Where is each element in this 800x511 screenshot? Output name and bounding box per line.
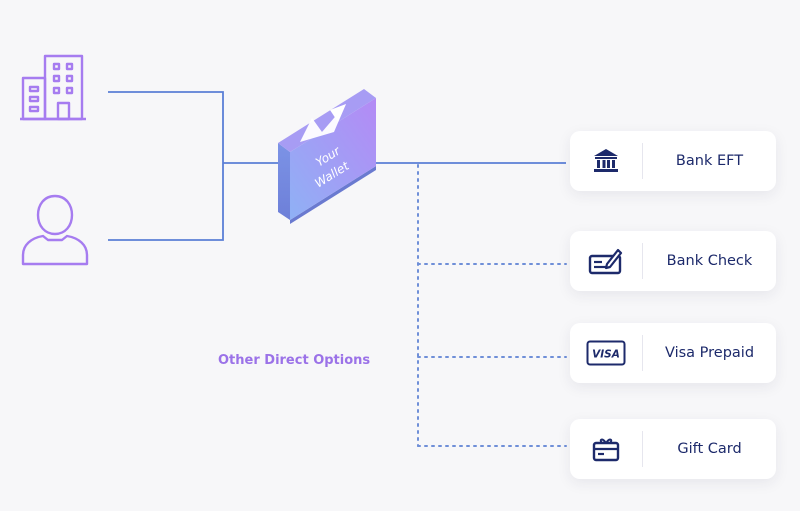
bank-eft-card[interactable]: Bank EFT xyxy=(570,131,776,191)
building-icon xyxy=(20,54,86,121)
card-divider xyxy=(642,335,643,371)
card-divider xyxy=(642,143,643,179)
other-options-connectors xyxy=(417,164,567,447)
person-icon xyxy=(21,194,89,266)
visa-badge-text: VISA xyxy=(592,349,620,361)
card-divider xyxy=(642,243,643,279)
bank-check-card[interactable]: Bank Check xyxy=(570,231,776,291)
gift-card-label: Gift Card xyxy=(677,441,742,457)
visa-prepaid-label: Visa Prepaid xyxy=(664,345,755,361)
check-pen-icon xyxy=(570,231,642,291)
bank-icon xyxy=(570,131,642,191)
other-direct-options-label: Other Direct Options xyxy=(218,353,371,368)
wallet-icon: Your Wallet xyxy=(278,89,376,224)
visa-card-icon: VISA xyxy=(570,323,642,383)
bank-eft-label: Bank EFT xyxy=(675,153,744,169)
bank-check-label: Bank Check xyxy=(666,253,753,269)
gift-card-icon xyxy=(570,419,642,479)
visa-prepaid-card[interactable]: VISA Visa Prepaid xyxy=(570,323,776,383)
card-divider xyxy=(642,431,643,467)
gift-card-card[interactable]: Gift Card xyxy=(570,419,776,479)
